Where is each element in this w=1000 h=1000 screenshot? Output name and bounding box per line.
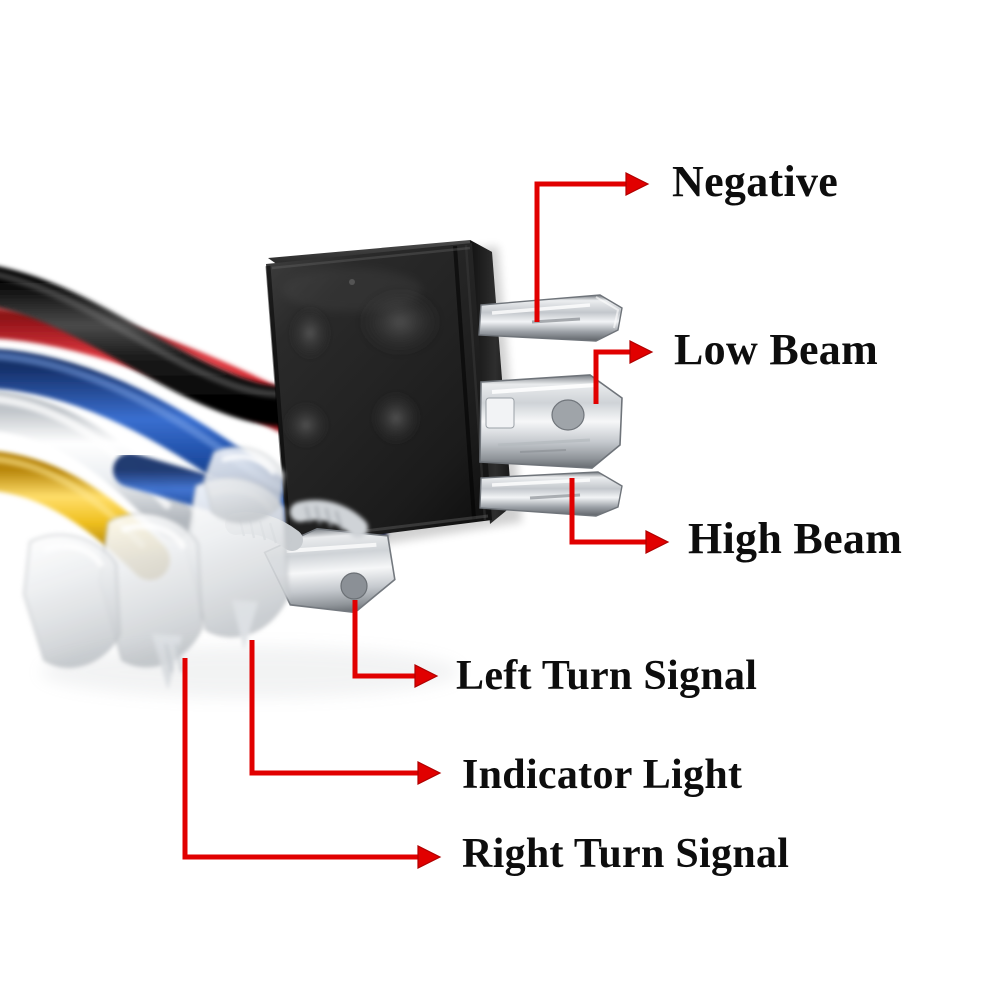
arrowhead-indicator-light [417, 761, 442, 785]
spade-terminals [225, 294, 623, 614]
label-high-beam: High Beam [688, 514, 903, 563]
arrowhead-low-beam [629, 340, 654, 364]
label-indicator-light: Indicator Light [462, 752, 743, 798]
arrowhead-left-turn-signal [414, 664, 439, 688]
arrowhead-high-beam [645, 530, 670, 554]
clear-connector-3 [23, 534, 121, 668]
terminal-hole [340, 572, 368, 600]
label-negative: Negative [672, 157, 839, 206]
leader-left-turn-signal [352, 600, 439, 688]
label-right-turn-signal: Right Turn Signal [462, 831, 790, 877]
terminal-hole [551, 399, 585, 431]
label-low-beam: Low Beam [674, 325, 879, 374]
crimp-barrel [290, 500, 368, 538]
arrowhead-negative [625, 172, 650, 196]
leader-right-turn-signal [182, 658, 442, 869]
negative-terminal [478, 294, 623, 342]
label-left-turn-signal: Left Turn Signal [456, 653, 758, 699]
leader-low-beam [593, 340, 654, 404]
leader-negative [534, 172, 650, 322]
callout-leaders [182, 172, 670, 869]
low-beam-terminal [479, 374, 623, 469]
clear-connector-4 [203, 446, 285, 524]
leader-indicator-light [249, 640, 442, 785]
leader-high-beam [569, 478, 670, 554]
arrowhead-right-turn-signal [417, 845, 442, 869]
